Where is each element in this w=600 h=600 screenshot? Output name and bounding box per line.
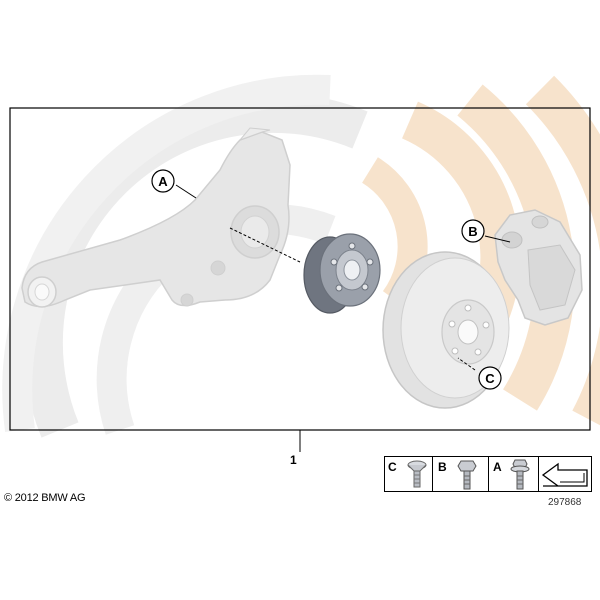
- leader-lines: [175, 184, 511, 452]
- callout-a: A: [151, 169, 175, 193]
- legend-divider: [538, 456, 539, 492]
- callout-c: C: [478, 366, 502, 390]
- part-number: 297868: [548, 497, 582, 508]
- legend-divider: [432, 456, 433, 492]
- legend-letter-b: B: [438, 460, 447, 474]
- hex-bolt-icon: [457, 460, 477, 490]
- countersunk-screw-icon: [407, 460, 427, 488]
- copyright-text: © 2012 BMW AG: [4, 492, 86, 504]
- flange-bolt-icon: [510, 459, 530, 490]
- legend-divider: [488, 456, 489, 492]
- callout-a-label: A: [158, 174, 168, 189]
- callout-c-label: C: [485, 371, 495, 386]
- wheel-hub-part: [303, 233, 381, 314]
- brake-caliper-part: [494, 209, 583, 326]
- legend-letter-a: A: [493, 460, 502, 474]
- brake-disc-part: [382, 251, 510, 409]
- callout-b-label: B: [468, 224, 477, 239]
- callout-b: B: [461, 219, 485, 243]
- reference-number: 1: [290, 453, 297, 467]
- trailing-arm-part: [21, 127, 291, 308]
- repair-kit-arrow-icon: [541, 462, 588, 487]
- legend-letter-c: C: [388, 460, 397, 474]
